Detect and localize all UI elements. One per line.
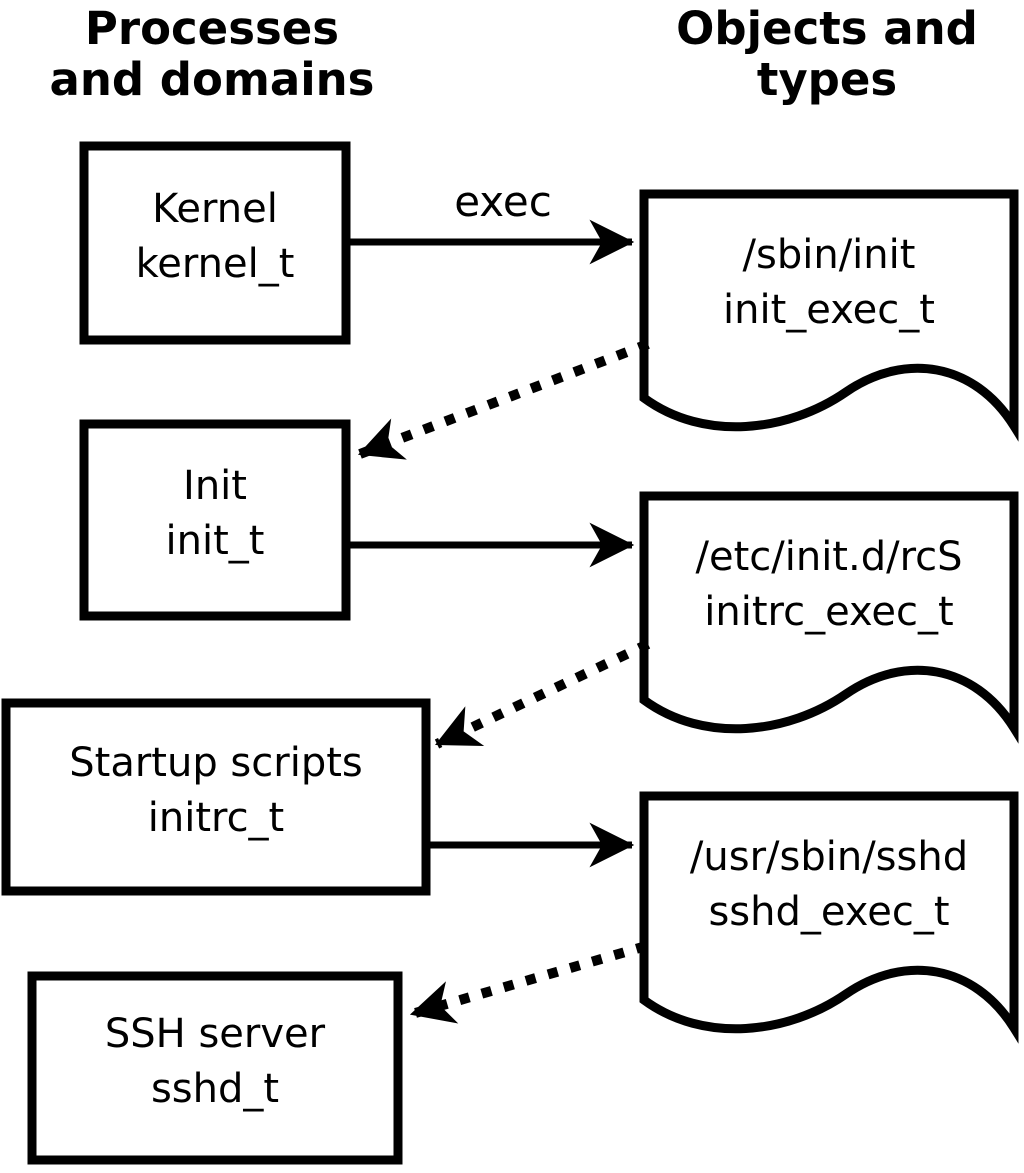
process-box-init bbox=[79, 419, 351, 621]
process-label-startup-scripts: Startup scripts initrc_t bbox=[6, 697, 426, 885]
process-name: SSH server bbox=[104, 1011, 326, 1057]
process-label-init: Init init_t bbox=[84, 418, 346, 610]
column-header-processes-line2: and domains bbox=[49, 53, 375, 106]
object-doc-usr-sbin-sshd bbox=[639, 791, 1019, 1044]
object-path: /usr/sbin/sshd bbox=[689, 833, 969, 880]
process-box-ssh-server bbox=[27, 971, 403, 1165]
process-box-kernel bbox=[79, 141, 351, 345]
transition-arrow-initrc-exec-to-initrc bbox=[434, 639, 651, 749]
column-header-objects-line1: Objects and bbox=[676, 2, 978, 55]
process-label-ssh-server: SSH server sshd_t bbox=[32, 970, 398, 1154]
object-label-sbin-init: /sbin/init init_exec_t bbox=[644, 200, 1014, 365]
exec-arrow-label: exec bbox=[454, 177, 552, 226]
transition-arrow-sshd-exec-to-sshd bbox=[409, 941, 648, 1024]
object-type: sshd_exec_t bbox=[708, 888, 950, 935]
process-label-kernel: Kernel kernel_t bbox=[84, 140, 346, 334]
object-type: init_exec_t bbox=[723, 286, 935, 333]
column-header-processes: Processes and domains bbox=[12, 2, 412, 106]
transition-arrow-init-exec-to-init bbox=[357, 339, 650, 460]
process-name: Startup scripts bbox=[69, 740, 363, 786]
process-name: Kernel bbox=[152, 186, 278, 232]
object-type: initrc_exec_t bbox=[704, 588, 954, 635]
object-path: /sbin/init bbox=[742, 231, 916, 278]
object-label-usr-sbin-sshd: /usr/sbin/sshd sshd_exec_t bbox=[644, 802, 1014, 967]
column-header-processes-line1: Processes bbox=[84, 2, 340, 55]
process-box-startup-scripts bbox=[1, 698, 431, 896]
object-doc-etc-initd-rcs bbox=[639, 491, 1019, 744]
process-type: init_t bbox=[165, 518, 265, 564]
object-path: /etc/init.d/rcS bbox=[695, 533, 963, 580]
process-type: kernel_t bbox=[135, 241, 295, 287]
object-label-etc-initd-rcs: /etc/init.d/rcS initrc_exec_t bbox=[644, 502, 1014, 667]
column-header-objects-line2: types bbox=[756, 53, 898, 106]
process-type: initrc_t bbox=[147, 795, 285, 841]
process-name: Init bbox=[183, 463, 247, 509]
column-header-objects: Objects and types bbox=[632, 2, 1022, 106]
process-type: sshd_t bbox=[150, 1066, 280, 1112]
object-doc-sbin-init bbox=[639, 189, 1019, 442]
